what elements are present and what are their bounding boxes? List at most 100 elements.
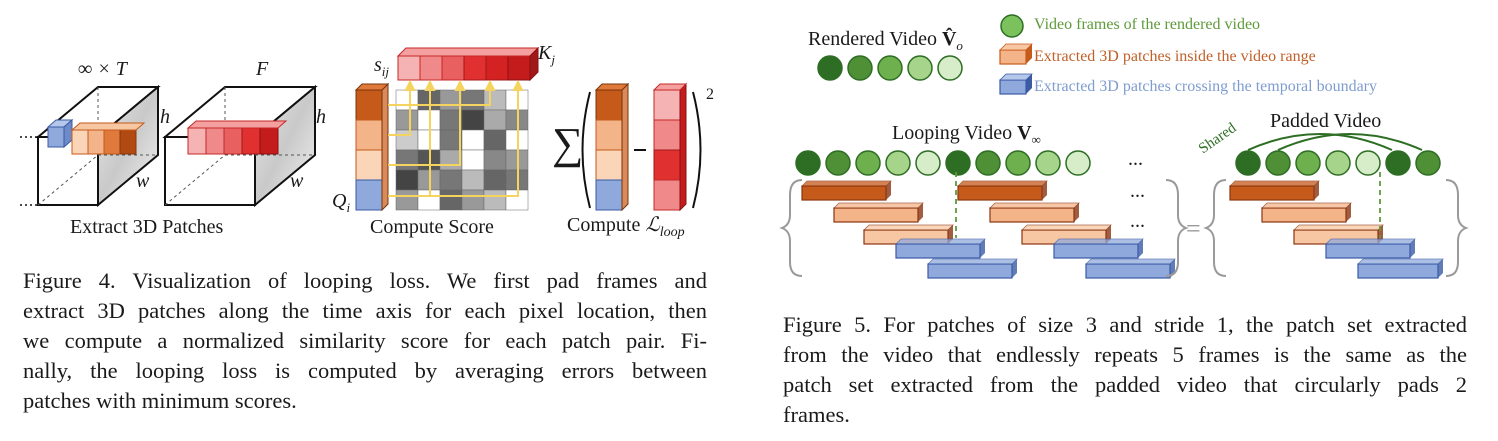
ellipsis-patches-1: ... xyxy=(1130,180,1145,202)
patch-top xyxy=(1085,258,1176,265)
patch xyxy=(1053,243,1139,259)
score-cell xyxy=(395,109,419,131)
caption-line: extract 3D patches along the time axis f… xyxy=(23,298,707,323)
patch xyxy=(1325,243,1411,259)
equals-sign: = xyxy=(1186,214,1201,243)
legend-boundary: Extracted 3D patches crossing the tempor… xyxy=(1034,78,1377,95)
video-frame xyxy=(877,55,903,81)
patch-top xyxy=(927,258,1018,265)
set-braces xyxy=(779,179,1469,277)
rendered-video-symbol: V̂ xyxy=(941,28,957,50)
cube-frames-F xyxy=(162,84,318,208)
label-w-2: w xyxy=(290,170,304,192)
caption-line: Figure 4. Visualization of looping loss.… xyxy=(23,268,707,293)
video-frame xyxy=(1415,150,1441,176)
video-frame xyxy=(1355,150,1381,176)
patch xyxy=(927,263,1013,279)
patch xyxy=(1229,185,1315,201)
score-cell xyxy=(439,89,463,111)
patch-top xyxy=(1325,238,1416,245)
video-frame xyxy=(1295,150,1321,176)
looping-video-symbol: V xyxy=(1017,122,1032,144)
label-w-1: w xyxy=(136,170,150,192)
legend-icons xyxy=(999,14,1033,95)
score-cell xyxy=(461,89,485,111)
score-cell xyxy=(395,149,419,171)
score-cell xyxy=(439,189,463,211)
label-K-sub: j xyxy=(551,52,555,67)
patch xyxy=(833,207,919,223)
video-frame xyxy=(1035,150,1061,176)
score-cell xyxy=(439,149,463,171)
score-cell xyxy=(395,189,419,211)
patch-top xyxy=(1261,202,1352,209)
patch-top xyxy=(833,202,924,209)
patch-side xyxy=(1138,239,1143,258)
query-patch-stack xyxy=(354,82,390,212)
video-frame xyxy=(855,150,881,176)
label-h-2: h xyxy=(316,106,326,128)
looping-video-text: Looping Video xyxy=(892,122,1013,144)
score-cell xyxy=(395,169,419,191)
red-patches xyxy=(186,120,288,155)
legend-inside: Extracted 3D patches inside the video ra… xyxy=(1034,48,1316,65)
patch-side xyxy=(1074,203,1079,222)
ellipsis-patches-2: ... xyxy=(1130,210,1145,232)
cube-padded-frames xyxy=(20,84,161,208)
figure-4-diagram xyxy=(20,46,702,212)
orange-patches xyxy=(70,122,146,155)
score-cell xyxy=(439,169,463,191)
label-Q-sub: i xyxy=(346,200,351,215)
score-cell xyxy=(395,129,419,151)
score-cell xyxy=(483,169,507,191)
video-frame xyxy=(1265,150,1291,176)
score-cell xyxy=(395,89,419,111)
video-frame xyxy=(847,55,873,81)
score-cell xyxy=(483,129,507,151)
video-frame xyxy=(885,150,911,176)
patch-side xyxy=(1438,259,1443,278)
video-frame xyxy=(1065,150,1091,176)
score-cell xyxy=(461,149,485,171)
ellipsis-frames: ... xyxy=(1128,148,1143,170)
blue-patch xyxy=(46,118,74,149)
score-cell xyxy=(483,89,507,111)
label-Q: Q xyxy=(332,190,347,212)
figure-5-diagram xyxy=(779,14,1469,279)
patch-top xyxy=(1053,238,1144,245)
looping-video-sub: ∞ xyxy=(1031,132,1041,147)
video-frame xyxy=(795,150,821,176)
rendered-video-label: Rendered Video V̂o xyxy=(808,28,963,54)
score-arrows xyxy=(388,79,524,197)
subtitle-score: Compute Score xyxy=(370,216,494,238)
patch xyxy=(1261,207,1347,223)
score-cell xyxy=(461,189,485,211)
key-patch-row xyxy=(396,46,540,82)
patch-side xyxy=(1346,203,1351,222)
score-cell xyxy=(483,189,507,211)
figure-5-caption: Figure 5. For patches of size 3 and stri… xyxy=(783,310,1467,430)
patch-side xyxy=(1042,181,1047,200)
patch xyxy=(1085,263,1171,279)
video-frame xyxy=(1235,150,1261,176)
caption-line: frames. xyxy=(783,402,850,427)
figure-5: Rendered Video V̂o Video frames of the r… xyxy=(760,0,1498,441)
rendered-frames xyxy=(817,55,963,81)
video-frame xyxy=(915,150,941,176)
patch xyxy=(895,243,981,259)
padded-frames xyxy=(1235,150,1441,176)
label-h-1: h xyxy=(160,106,170,128)
label-F: F xyxy=(256,58,269,80)
score-cell xyxy=(461,129,485,151)
label-Q-i: Qi xyxy=(332,190,350,216)
video-frame xyxy=(817,55,843,81)
score-cell xyxy=(483,149,507,171)
padded-video-label: Padded Video xyxy=(1270,110,1382,132)
loss-symbol: ℒ xyxy=(645,214,660,236)
looping-patches xyxy=(801,180,1176,279)
label-K: K xyxy=(538,42,552,64)
patch-top xyxy=(863,224,954,231)
patch-top xyxy=(957,180,1048,187)
looping-video-label: Looping Video V∞ xyxy=(892,122,1041,148)
padded-patches xyxy=(1229,180,1444,279)
